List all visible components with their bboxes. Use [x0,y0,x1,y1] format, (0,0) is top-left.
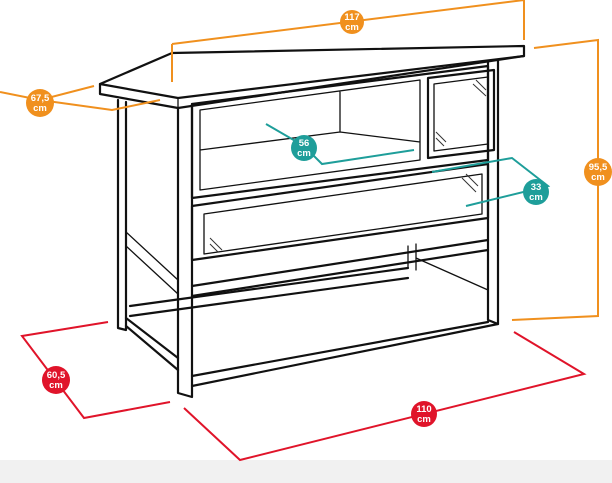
label-110-unit: cm [417,414,431,425]
front-left-leg [176,102,194,399]
label-56-unit: cm [297,148,311,159]
label-67-5-unit: cm [33,103,47,114]
label-badge-60-5 [42,366,70,394]
dimension-drawer-depth: 33 cm [431,156,551,207]
tabletop-front-edge [98,54,526,110]
label-95-5-value: 95,5 [589,162,608,173]
label-60-5-value: 60,5 [47,370,66,381]
label-67-5-value: 67,5 [31,93,50,104]
large-drawer [190,162,490,262]
right-small-drawer [426,68,496,160]
label-33-value: 33 [531,182,542,193]
label-badge-56 [291,135,317,161]
label-badge-67-5 [26,89,54,117]
label-badge-33 [523,179,549,205]
bottom-frame [124,266,500,388]
label-badge-95-5 [584,158,612,186]
left-back-leg [116,98,128,332]
bottom-band [0,460,612,483]
label-badge-117 [340,10,364,34]
dimension-top-depth: 67,5 cm [0,85,161,117]
label-56-value: 56 [299,138,310,149]
label-95-5-unit: cm [591,172,605,183]
label-33-unit: cm [529,192,543,203]
dimension-top-width: 117 cm [171,0,525,82]
dimension-height: 95,5 cm [511,38,612,321]
console-table-drawing [98,44,526,399]
label-110-value: 110 [416,404,431,415]
label-117-value: 117 [344,12,359,23]
label-badge-110 [411,401,437,427]
upper-cabinet [190,64,490,200]
dimension-drawer-width: 56 cm [265,123,415,166]
middle-rail [190,238,490,298]
dimension-base-width: 110 cm [183,331,587,462]
tabletop-top-face [98,44,526,100]
label-117-unit: cm [345,22,359,33]
dimension-base-depth: 60,5 cm [20,321,171,420]
open-compartment [199,79,421,191]
label-60-5-unit: cm [49,380,63,391]
